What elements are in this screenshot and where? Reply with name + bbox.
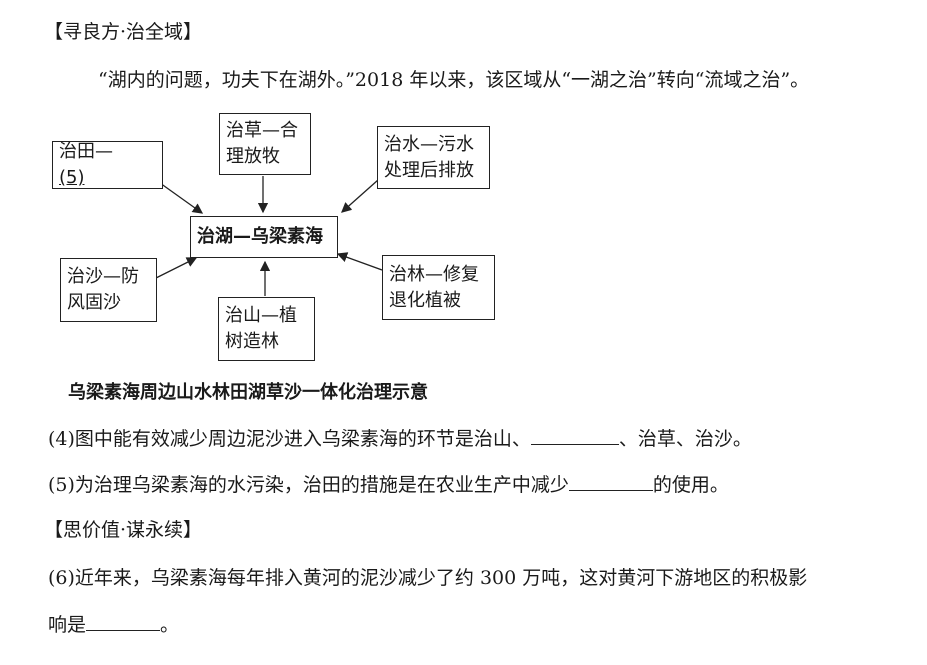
question-6-line-1: (6)近年来，乌梁素海每年排入黄河的泥沙减少了约 300 万吨，这对黄河下游地区…	[48, 567, 808, 589]
q6-suffix: 。	[160, 614, 180, 636]
box-center-lake: 治湖—乌梁素海	[190, 216, 338, 258]
mountain-line-1: 治山—植	[225, 305, 297, 326]
arrow-forest	[336, 252, 383, 271]
box-water: 治水—污水 处理后排放	[377, 126, 490, 189]
diagram-caption: 乌梁素海周边山水林田湖草沙一体化治理示意	[68, 382, 428, 403]
arrow-water	[341, 179, 379, 213]
forest-line-2: 退化植被	[389, 289, 461, 311]
q5-prefix: (5)为治理乌梁素海的水污染，治田的措施是在农业生产中减少	[48, 474, 569, 496]
box-forest: 治林—修复 退化植被	[382, 255, 495, 320]
sand-line-2: 风固沙	[67, 292, 121, 313]
box-grass: 治草—合 理放牧	[219, 113, 311, 175]
arrow-tiantian	[159, 182, 204, 214]
arrow-sand	[155, 257, 198, 279]
box-tiantian: 治田— (5)	[52, 141, 163, 189]
tiantian-blank: (5)	[59, 167, 85, 188]
grass-line-2: 理放牧	[226, 146, 280, 167]
question-5: (5)为治理乌梁素海的水污染，治田的措施是在农业生产中减少 的使用。	[48, 472, 729, 497]
section-heading-sijiazhi: 【思价值·谋永续】	[44, 519, 203, 541]
box-mountain: 治山—植 树造林	[218, 297, 315, 361]
forest-line-1: 治林—修复	[389, 263, 479, 285]
mountain-line-2: 树造林	[225, 331, 279, 352]
intro-paragraph: “湖内的问题，功夫下在湖外。”2018 年以来，该区域从“一湖之治”转向“流域之…	[98, 69, 810, 91]
sand-line-1: 治沙—防	[67, 266, 139, 287]
question-4: (4)图中能有效减少周边泥沙进入乌梁素海的环节是治山、 、治草、治沙。	[48, 426, 752, 451]
q6-answer-blank[interactable]	[86, 612, 161, 631]
water-line-1: 治水—污水	[384, 133, 474, 155]
q4-prefix: (4)图中能有效减少周边泥沙进入乌梁素海的环节是治山、	[48, 428, 531, 450]
section-heading-xunliangfang: 【寻良方·治全域】	[44, 21, 203, 43]
q6-prefix: 响是	[48, 614, 87, 636]
q5-answer-blank[interactable]	[568, 472, 653, 491]
center-label: 治湖—乌梁素海	[197, 226, 323, 247]
box-sand: 治沙—防 风固沙	[60, 258, 157, 322]
q5-suffix: 的使用。	[652, 474, 729, 496]
grass-line-1: 治草—合	[226, 120, 298, 141]
water-line-2: 处理后排放	[384, 159, 474, 181]
q4-suffix: 、治草、治沙。	[618, 428, 752, 450]
question-6-line-2: 响是 。	[48, 612, 179, 637]
q4-answer-blank[interactable]	[530, 426, 619, 445]
tiantian-prefix: 治田—	[59, 141, 113, 162]
